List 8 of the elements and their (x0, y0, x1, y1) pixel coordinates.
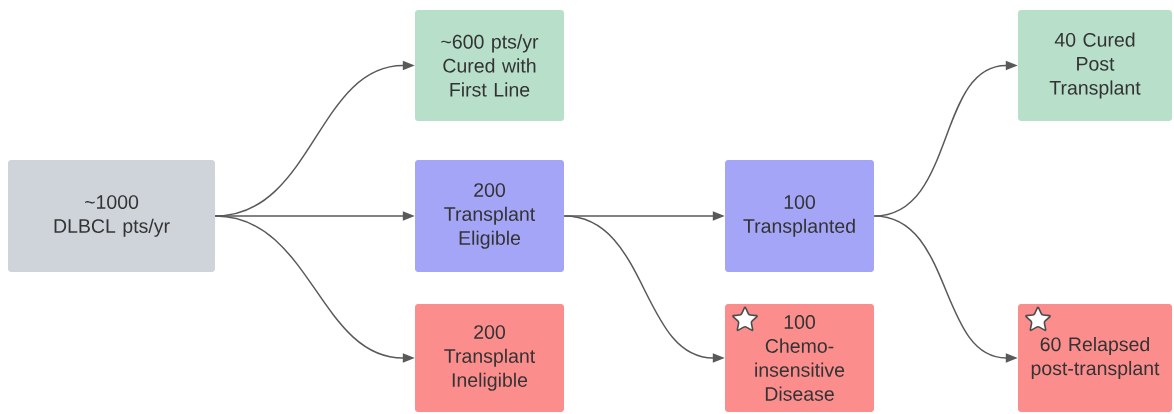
process-box: 100 Transplanted (725, 160, 874, 272)
process-box: 40 Cured Post Transplant (1018, 10, 1172, 121)
process-box: 200 Transplant Eligible (415, 160, 564, 272)
process-box: 100 Chemo-insensitive Disease (725, 304, 874, 412)
process-box: 60 Relapsed post-transplant (1018, 304, 1172, 412)
process-box: ~600 pts/yr Cured with First Line (415, 10, 564, 121)
process-box: ~1000 DLBCL pts/yr (8, 160, 215, 272)
process-box: 200 Transplant Ineligible (415, 304, 564, 412)
